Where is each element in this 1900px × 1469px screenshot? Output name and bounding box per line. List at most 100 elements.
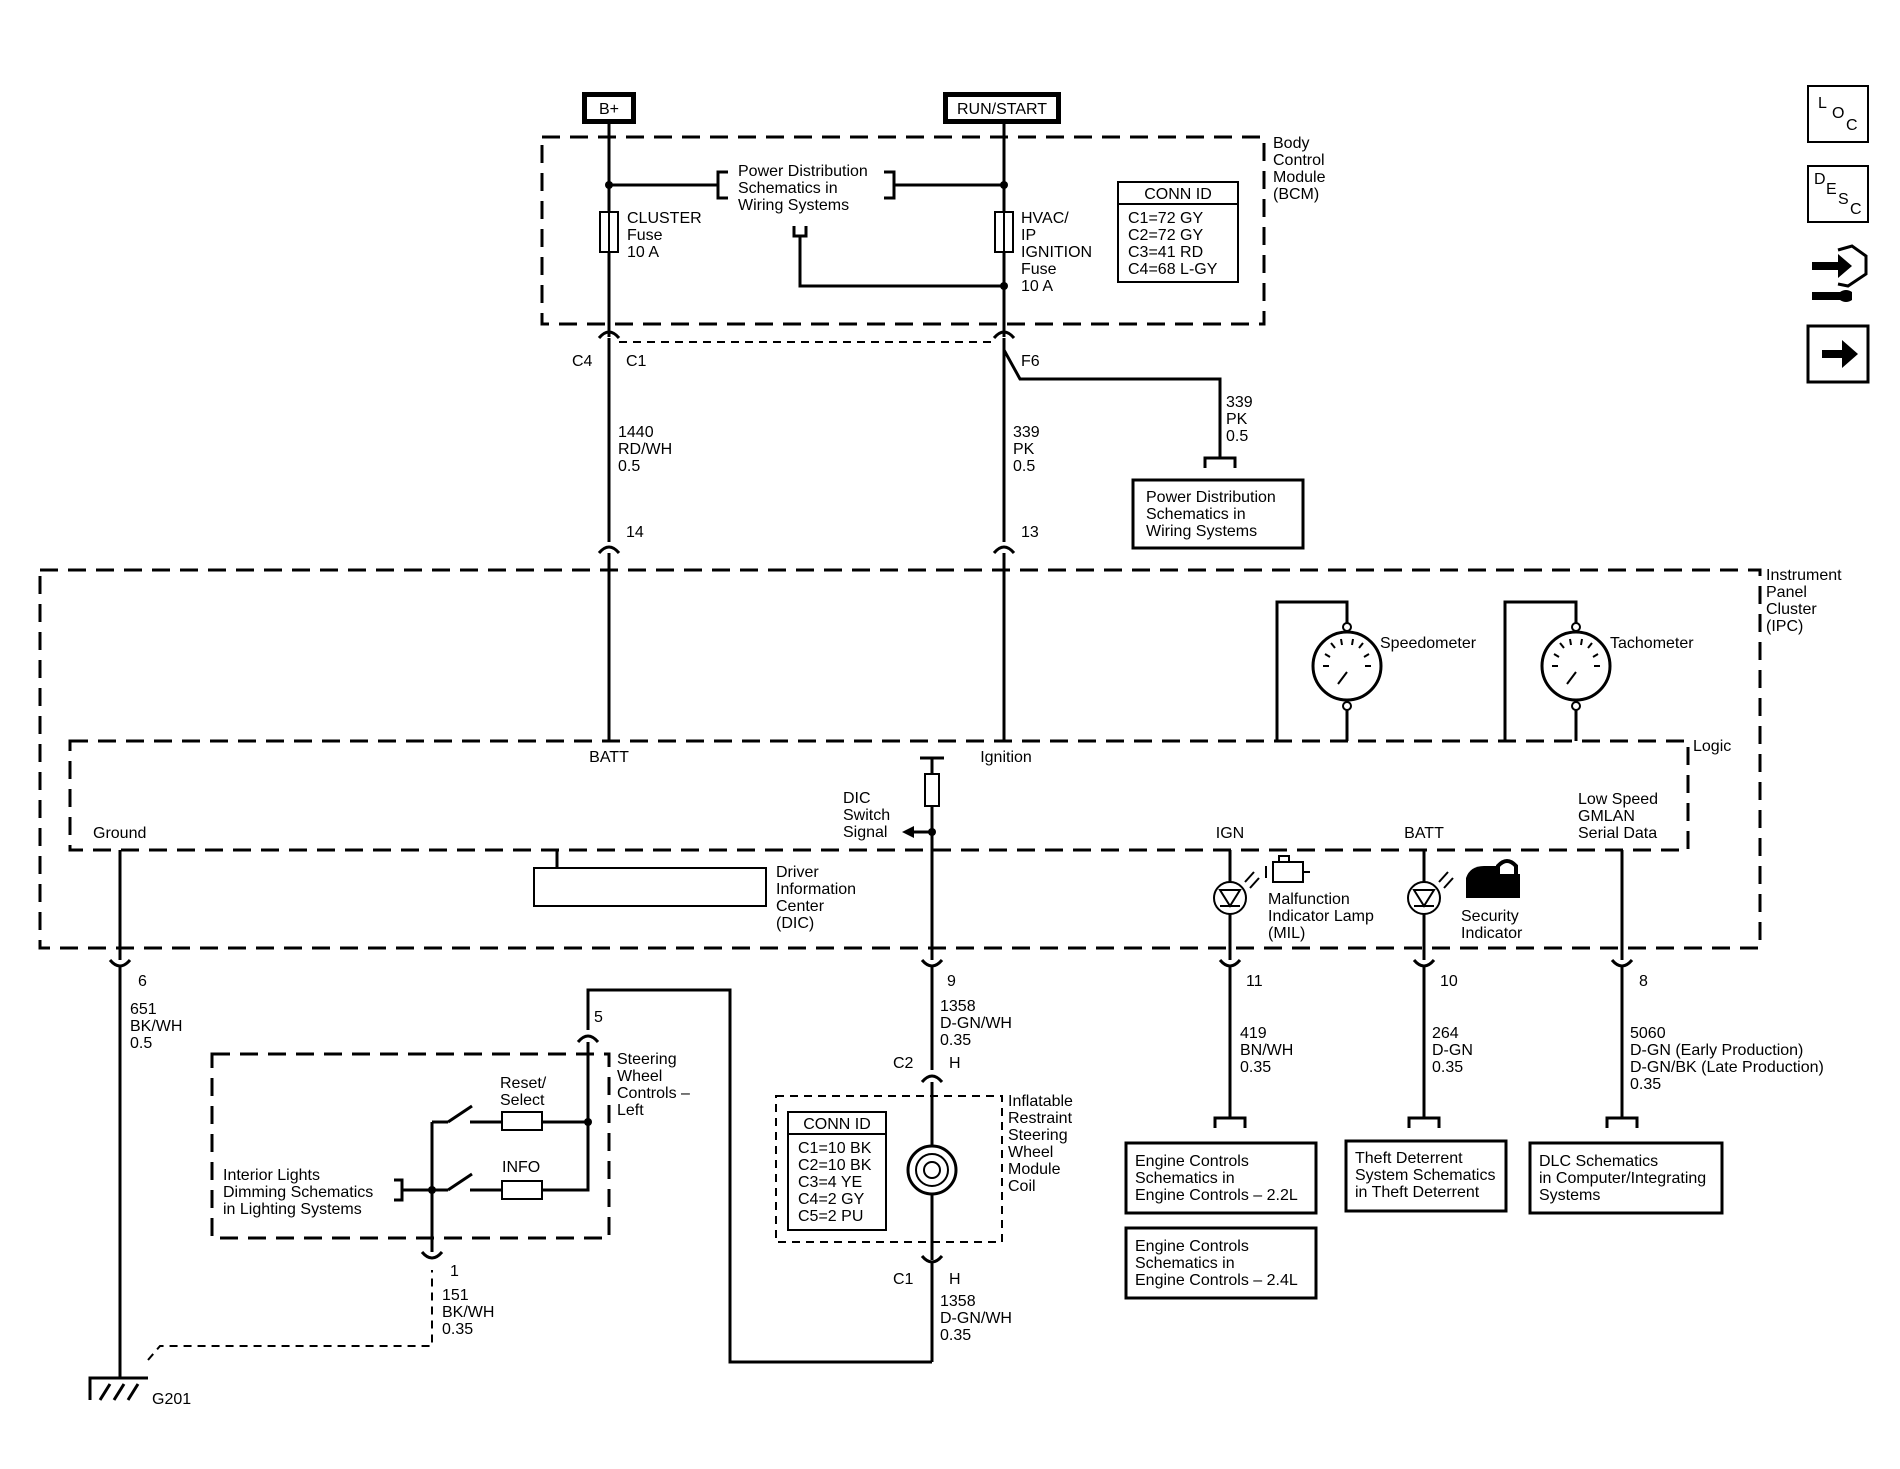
- wire-264: 264 D-GN 0.35: [1432, 1025, 1473, 1076]
- ground-label: Ground: [93, 825, 146, 842]
- svg-text:DLC Schematics: DLC Schematics: [1539, 1153, 1658, 1170]
- svg-text:(MIL): (MIL): [1268, 925, 1305, 942]
- dic-label: Driver Information Center (DIC): [776, 864, 856, 932]
- svg-text:(DIC): (DIC): [776, 915, 814, 932]
- svg-text:0.5: 0.5: [1226, 428, 1248, 445]
- security-indicator-label: Security Indicator: [1461, 908, 1523, 942]
- svg-text:Wheel: Wheel: [1008, 1144, 1053, 1161]
- svg-text:Wheel: Wheel: [617, 1068, 662, 1085]
- wire-5060: 5060 D-GN (Early Production) D-GN/BK (La…: [1630, 1025, 1824, 1093]
- bcm-f6-label: F6: [1021, 353, 1040, 370]
- svg-text:IP: IP: [1021, 227, 1036, 244]
- pdist-ref-box[interactable]: Power Distribution Schematics in Wiring …: [1131, 478, 1305, 550]
- wire-1358-upper: 1358 D-GN/WH 0.35: [940, 998, 1012, 1049]
- svg-text:Switch: Switch: [843, 807, 890, 824]
- next-arrow-icon[interactable]: [1806, 324, 1870, 384]
- svg-text:D-GN/BK (Late Production): D-GN/BK (Late Production): [1630, 1059, 1824, 1076]
- reset-select-switch[interactable]: [432, 1104, 473, 1124]
- cluster-fuse-label: CLUSTER Fuse 10 A: [627, 210, 702, 261]
- pin-6-label: 6: [138, 973, 147, 990]
- svg-text:IGNITION: IGNITION: [1021, 244, 1092, 261]
- bcm-connector-c1: [597, 330, 621, 340]
- svg-text:BN/WH: BN/WH: [1240, 1042, 1293, 1059]
- svg-text:419: 419: [1240, 1025, 1267, 1042]
- svg-text:5060: 5060: [1630, 1025, 1666, 1042]
- ipc-pin-11: [1218, 958, 1242, 968]
- batt-label: BATT: [589, 749, 629, 766]
- svg-text:Wiring Systems: Wiring Systems: [738, 197, 849, 214]
- dimming-ref[interactable]: Interior Lights Dimming Schematics in Li…: [223, 1167, 373, 1218]
- component-tool-icon[interactable]: [1812, 244, 1868, 302]
- coil-c2-label: C2: [893, 1055, 914, 1072]
- wire-419: 419 BN/WH 0.35: [1240, 1025, 1293, 1076]
- svg-text:Restraint: Restraint: [1008, 1110, 1073, 1127]
- svg-text:Information: Information: [776, 881, 856, 898]
- svg-text:Security: Security: [1461, 908, 1519, 925]
- svg-text:Center: Center: [776, 898, 825, 915]
- engine-controls-24-ref[interactable]: Engine Controls Schematics in Engine Con…: [1124, 1226, 1318, 1300]
- svg-text:(IPC): (IPC): [1766, 618, 1803, 635]
- svg-text:D-GN/WH: D-GN/WH: [940, 1015, 1012, 1032]
- info-switch[interactable]: [432, 1172, 473, 1192]
- ignition-label: Ignition: [980, 749, 1032, 766]
- svg-text:RD/WH: RD/WH: [618, 441, 672, 458]
- swc-title: Steering Wheel Controls – Left: [617, 1051, 690, 1119]
- svg-text:D: D: [1814, 171, 1826, 188]
- svg-text:0.35: 0.35: [940, 1327, 971, 1344]
- svg-text:DIC: DIC: [843, 790, 871, 807]
- ipc-pin-14: [597, 545, 621, 555]
- pin-5-label: 5: [594, 1009, 603, 1026]
- svg-text:0.5: 0.5: [1013, 458, 1035, 475]
- svg-text:0.35: 0.35: [442, 1321, 473, 1338]
- engine-icon: [1265, 855, 1310, 883]
- svg-text:PK: PK: [1013, 441, 1035, 458]
- coil-c2-connector: [920, 1074, 944, 1084]
- mil-lamp-icon: [1213, 871, 1260, 915]
- swc-outline: [210, 1052, 611, 1240]
- ipc-module-outline: [38, 568, 1762, 950]
- svg-text:Engine Controls: Engine Controls: [1135, 1153, 1249, 1170]
- svg-text:339: 339: [1013, 424, 1040, 441]
- gmlan-label: Low Speed GMLAN Serial Data: [1578, 791, 1658, 842]
- svg-text:C5=2 PU: C5=2 PU: [798, 1208, 863, 1225]
- svg-text:C3=41 RD: C3=41 RD: [1128, 244, 1203, 261]
- svg-text:Steering: Steering: [1008, 1127, 1068, 1144]
- svg-text:0.35: 0.35: [1630, 1076, 1661, 1093]
- svg-text:1358: 1358: [940, 1293, 976, 1310]
- pin-10-label: 10: [1440, 973, 1458, 990]
- coil-conn-id-table: CONN ID C1=10 BK C2=10 BK C3=4 YE C4=2 G…: [787, 1111, 887, 1231]
- wire-151: 151 BK/WH 0.35: [442, 1287, 494, 1338]
- svg-text:Schematics in: Schematics in: [1135, 1255, 1235, 1272]
- swc-pin-1: [420, 1250, 444, 1260]
- coil-c1-label: C1: [893, 1271, 914, 1288]
- svg-text:C1=72 GY: C1=72 GY: [1128, 210, 1203, 227]
- svg-text:0.35: 0.35: [1240, 1059, 1271, 1076]
- coil-c2-h-label: H: [949, 1055, 961, 1072]
- svg-text:Schematics in: Schematics in: [1135, 1170, 1235, 1187]
- bcm-pdist-ref[interactable]: Power Distribution Schematics in Wiring …: [738, 163, 868, 214]
- bcm-conn-id-table: CONN ID C1=72 GY C2=72 GY C3=41 RD C4=68…: [1117, 181, 1239, 283]
- svg-text:BK/WH: BK/WH: [130, 1018, 182, 1035]
- bcm-title: Body Control Module (BCM): [1273, 135, 1326, 203]
- svg-text:Systems: Systems: [1539, 1187, 1600, 1204]
- desc-icon[interactable]: D E S C: [1807, 165, 1869, 223]
- dlc-ref[interactable]: DLC Schematics in Computer/Integrating S…: [1528, 1141, 1724, 1215]
- loc-icon[interactable]: L O C: [1807, 85, 1869, 143]
- engine-controls-22-ref[interactable]: Engine Controls Schematics in Engine Con…: [1124, 1141, 1318, 1215]
- ipc-pin-6: [108, 958, 132, 968]
- wire-1440: 1440 RD/WH 0.5: [618, 424, 672, 475]
- svg-text:C2=10 BK: C2=10 BK: [798, 1157, 872, 1174]
- svg-text:O: O: [1832, 105, 1844, 122]
- svg-text:Indicator Lamp: Indicator Lamp: [1268, 908, 1374, 925]
- runstart-label: RUN/START: [957, 101, 1047, 118]
- logic-label: Logic: [1693, 738, 1731, 755]
- svg-text:D-GN/WH: D-GN/WH: [940, 1310, 1012, 1327]
- svg-text:0.5: 0.5: [130, 1035, 152, 1052]
- wire-1358-lower: 1358 D-GN/WH 0.35: [940, 1293, 1012, 1344]
- svg-text:Control: Control: [1273, 152, 1325, 169]
- svg-text:10 A: 10 A: [627, 244, 659, 261]
- bcm-module-outline: [540, 135, 1266, 326]
- svg-text:in Theft Deterrent: in Theft Deterrent: [1355, 1184, 1480, 1201]
- theft-deterrent-ref[interactable]: Theft Deterrent System Schematics in The…: [1344, 1139, 1508, 1213]
